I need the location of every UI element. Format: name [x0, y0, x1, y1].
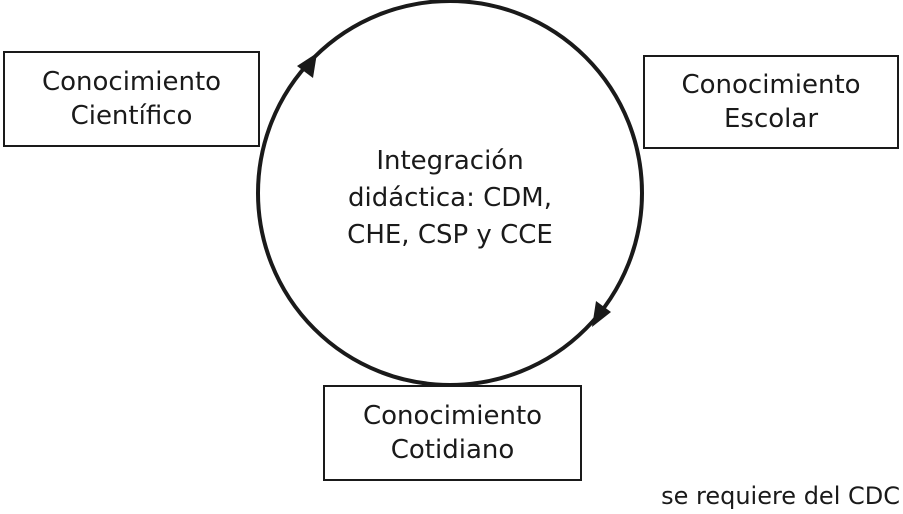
- box-conocimiento-cotidiano: Conocimiento Cotidiano: [323, 385, 582, 481]
- box-cientifico-line1: Conocimiento: [41, 67, 222, 97]
- center-line-2: didáctica: CDM,: [347, 183, 552, 213]
- box-escolar-line2: Escolar: [723, 104, 819, 134]
- cycle-arrow-lower-right: [592, 301, 611, 327]
- box-cientifico-line2: Científico: [70, 101, 193, 131]
- center-line-3: CHE, CSP y CCE: [347, 220, 553, 250]
- cycle-arrow-upper-left: [297, 53, 317, 78]
- box-cotidiano-line2: Cotidiano: [390, 435, 515, 465]
- center-integration-label: Integración didáctica: CDM, CHE, CSP y C…: [300, 143, 600, 254]
- box-escolar-line1: Conocimiento: [681, 70, 861, 100]
- box-conocimiento-cientifico: Conocimiento Científico: [3, 51, 260, 147]
- box-conocimiento-escolar: Conocimiento Escolar: [643, 55, 899, 149]
- footnote-cdc: se requiere del CDC: [661, 482, 900, 510]
- center-line-1: Integración: [376, 146, 524, 176]
- box-cotidiano-line1: Conocimiento: [362, 401, 543, 431]
